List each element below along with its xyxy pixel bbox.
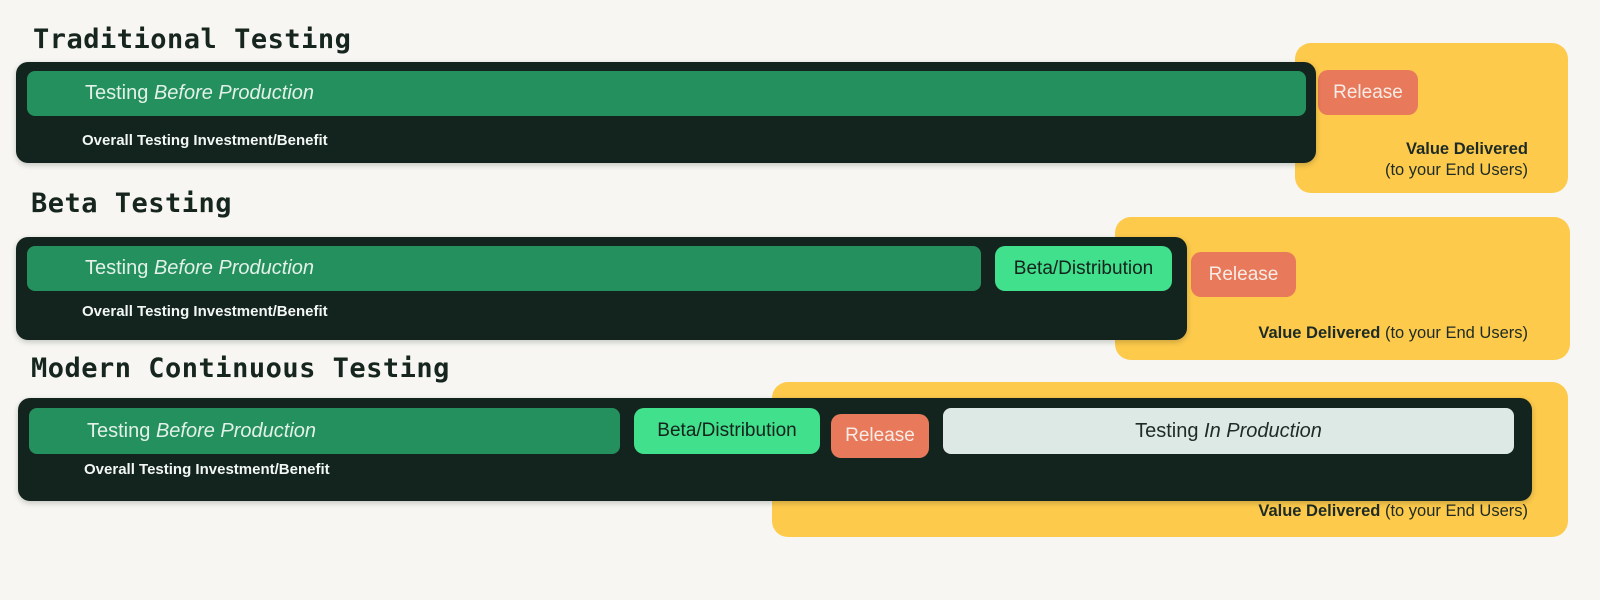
investment-label-modern: Overall Testing Investment/Benefit	[84, 461, 330, 478]
value-delivered-card-beta: Release Value Delivered (to your End Use…	[1115, 217, 1570, 360]
value-delivered-sub: (to your End Users)	[1384, 323, 1528, 342]
value-delivered-text-modern: Value Delivered (to your End Users)	[1258, 501, 1528, 522]
value-delivered-bold: Value Delivered	[1406, 139, 1528, 158]
bar-text: Testing Before Production	[87, 419, 317, 442]
testing-before-production-bar-modern: Testing Before Production	[29, 408, 620, 454]
value-delivered-text-traditional: Value Delivered (to your End Users)	[1385, 139, 1528, 181]
value-delivered-card-traditional: Release Value Delivered (to your End Use…	[1295, 43, 1568, 193]
beta-distribution-badge-beta: Beta/Distribution	[995, 246, 1172, 291]
section-heading-traditional-testing: Traditional Testing	[33, 24, 352, 55]
investment-label-traditional: Overall Testing Investment/Benefit	[82, 132, 328, 149]
release-badge-label: Release	[1208, 263, 1279, 285]
testing-panel-traditional: Testing Before Production Overall Testin…	[16, 62, 1316, 163]
value-delivered-sub: (to your End Users)	[1384, 501, 1528, 520]
bar-text: Testing Before Production	[85, 257, 315, 279]
beta-distribution-label: Beta/Distribution	[657, 420, 797, 441]
bar-text: Testing In Production	[1135, 419, 1322, 442]
testing-panel-modern: Testing Before Production Beta/Distribut…	[18, 398, 1532, 501]
release-badge-traditional: Release	[1318, 70, 1418, 115]
value-delivered-bold: Value Delivered	[1258, 323, 1381, 342]
release-badge-label: Release	[1333, 81, 1403, 103]
testing-in-production-bar-modern: Testing In Production	[943, 408, 1514, 454]
testing-panel-beta: Testing Before Production Beta/Distribut…	[16, 237, 1187, 340]
section-heading-modern-continuous-testing: Modern Continuous Testing	[31, 353, 450, 384]
value-delivered-sub: (to your End Users)	[1384, 160, 1528, 179]
release-badge-label: Release	[845, 425, 915, 446]
testing-before-production-bar-traditional: Testing Before Production	[27, 71, 1306, 116]
investment-label-beta: Overall Testing Investment/Benefit	[82, 303, 328, 320]
value-delivered-text-beta: Value Delivered (to your End Users)	[1258, 323, 1528, 344]
release-badge-modern: Release	[831, 414, 929, 458]
value-delivered-bold: Value Delivered	[1258, 501, 1381, 520]
bar-text: Testing Before Production	[85, 82, 315, 104]
beta-distribution-badge-modern: Beta/Distribution	[634, 408, 820, 454]
beta-distribution-label: Beta/Distribution	[1013, 257, 1154, 279]
release-badge-beta: Release	[1191, 252, 1296, 297]
section-heading-beta-testing: Beta Testing	[31, 188, 233, 219]
testing-before-production-bar-beta: Testing Before Production	[27, 246, 981, 291]
